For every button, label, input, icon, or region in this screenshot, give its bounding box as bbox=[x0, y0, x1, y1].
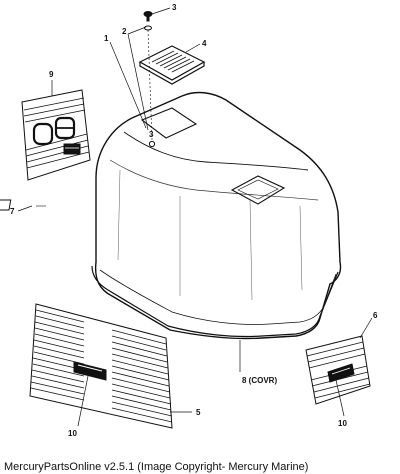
copyright-caption: MercuryPartsOnline v2.5.1 (Image Copyrig… bbox=[4, 461, 309, 473]
callout-6: 6 bbox=[373, 311, 378, 320]
callout-1: 1 bbox=[104, 34, 109, 43]
leader-lines bbox=[17, 7, 373, 427]
side-decal-left-part bbox=[21, 89, 91, 181]
screw-part bbox=[143, 11, 153, 22]
front-decal-part bbox=[29, 303, 173, 429]
washer-part bbox=[144, 25, 152, 31]
callout-3-lower: 3 bbox=[149, 130, 154, 139]
assembly-guide-line bbox=[147, 29, 153, 141]
callout-8-covr: 8 (COVR) bbox=[242, 376, 277, 385]
side-decal-right-part bbox=[305, 335, 371, 405]
callout-10-right: 10 bbox=[338, 419, 347, 428]
small-plug-part bbox=[0, 199, 46, 211]
callout-4: 4 bbox=[202, 39, 207, 48]
callout-9: 9 bbox=[49, 70, 54, 79]
callout-3-top: 3 bbox=[172, 3, 177, 12]
vent-plate-part bbox=[138, 45, 206, 85]
callout-5: 5 bbox=[196, 408, 201, 417]
callout-7: 7 bbox=[10, 207, 15, 216]
callout-2: 2 bbox=[122, 27, 127, 36]
engine-cover-part bbox=[91, 91, 342, 340]
callout-10-left: 10 bbox=[68, 429, 77, 438]
